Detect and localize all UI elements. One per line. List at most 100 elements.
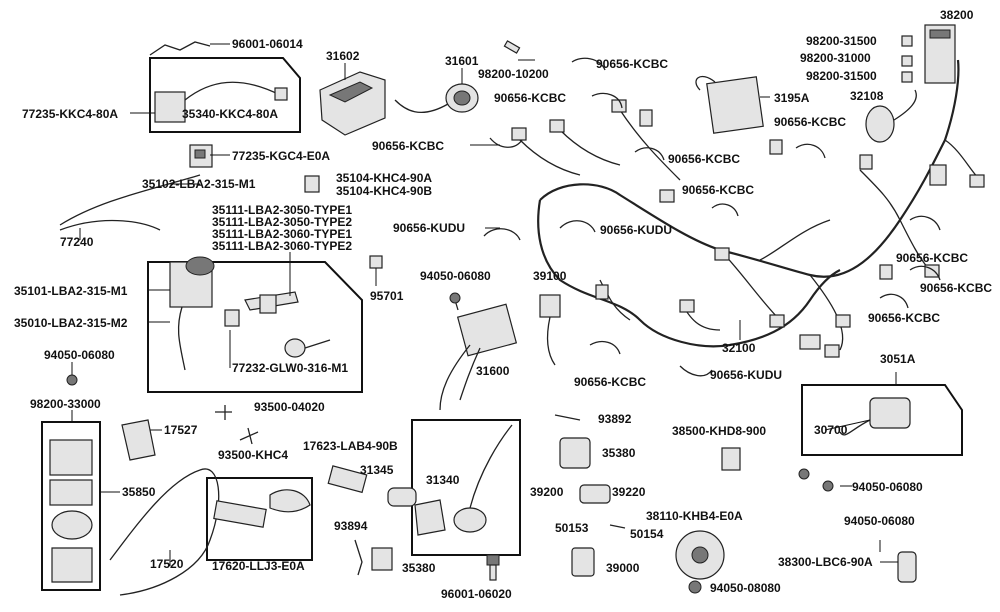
label-94050-08080[interactable]: 94050-08080 <box>710 581 781 595</box>
label-90656-kcbc-4[interactable]: 90656-KCBC <box>668 152 741 166</box>
label-95701[interactable]: 95701 <box>370 289 404 303</box>
part-93892-drawing <box>554 414 581 421</box>
part-35101-drawing <box>169 256 215 371</box>
part-31345-drawing <box>387 487 417 507</box>
label-96001-06014[interactable]: 96001-06014 <box>232 37 303 51</box>
label-32100[interactable]: 32100 <box>722 341 756 355</box>
part-77235-kgc4-drawing <box>189 144 213 168</box>
label-17620-llj3-e0a[interactable]: 17620-LLJ3-E0A <box>212 559 305 573</box>
label-31602[interactable]: 31602 <box>326 49 360 63</box>
label-31345[interactable]: 31345 <box>360 463 394 477</box>
label-90656-kcbc-9[interactable]: 90656-KCBC <box>868 311 941 325</box>
label-35111-lba2-3060-type1[interactable]: 35111-LBA2-3060-TYPE1 <box>212 227 353 241</box>
label-35104-khc4-90b[interactable]: 35104-KHC4-90B <box>336 184 433 198</box>
coil-group-box <box>801 384 963 456</box>
label-3051a[interactable]: 3051A <box>880 352 916 366</box>
part-32108-drawing <box>865 89 917 143</box>
label-30700[interactable]: 30700 <box>814 423 848 437</box>
label-90656-kcbc-6[interactable]: 90656-KCBC <box>774 115 847 129</box>
label-98200-31500-a[interactable]: 98200-31500 <box>806 34 877 48</box>
label-38200[interactable]: 38200 <box>940 8 974 22</box>
label-90656-kcbc-8[interactable]: 90656-KCBC <box>920 281 993 295</box>
label-3195a[interactable]: 3195A <box>774 91 810 105</box>
label-98200-10200[interactable]: 98200-10200 <box>478 67 549 81</box>
part-35850-drawing <box>49 439 93 583</box>
label-77240[interactable]: 77240 <box>60 235 94 249</box>
bracket-group-box <box>411 419 521 556</box>
label-17520[interactable]: 17520 <box>150 557 184 571</box>
part-35340-drawing <box>154 81 288 123</box>
label-35380-b[interactable]: 35380 <box>602 446 636 460</box>
fuse-box-group <box>41 421 101 591</box>
label-39000[interactable]: 39000 <box>606 561 640 575</box>
part-35380-a-drawing <box>371 547 393 571</box>
part-50153-drawing <box>609 524 626 529</box>
label-94050-06080-b[interactable]: 94050-06080 <box>420 269 491 283</box>
label-50153[interactable]: 50153 <box>555 521 589 535</box>
label-90656-kcbc-3[interactable]: 90656-KCBC <box>372 139 445 153</box>
label-38500-khd8-900[interactable]: 38500-KHD8-900 <box>672 424 767 438</box>
label-38110-khb4-e0a[interactable]: 38110-KHB4-E0A <box>646 509 743 523</box>
label-35111-lba2-3050-type2[interactable]: 35111-LBA2-3050-TYPE2 <box>212 215 353 229</box>
label-17527[interactable]: 17527 <box>164 423 198 437</box>
label-35010-lba2-315-m2[interactable]: 35010-LBA2-315-M2 <box>14 316 128 330</box>
part-17623-drawing <box>327 465 368 494</box>
label-98200-31000[interactable]: 98200-31000 <box>800 51 871 65</box>
label-93500-khc4[interactable]: 93500-KHC4 <box>218 448 289 462</box>
part-35380-b-drawing <box>559 437 591 469</box>
part-94050-06080-d-drawing <box>822 480 834 492</box>
label-35102-lba2-315-m1[interactable]: 35102-LBA2-315-M1 <box>142 177 256 191</box>
part-38300-drawing <box>897 551 917 583</box>
leader-lines <box>71 43 898 566</box>
label-93892[interactable]: 93892 <box>598 412 632 426</box>
part-17527-drawing <box>121 419 156 461</box>
label-90656-kudu-1[interactable]: 90656-KUDU <box>393 221 466 235</box>
label-31601[interactable]: 31601 <box>445 54 479 68</box>
label-35104-khc4-90a[interactable]: 35104-KHC4-90A <box>336 171 433 185</box>
label-35111-lba2-3060-type2[interactable]: 35111-LBA2-3060-TYPE2 <box>212 239 353 253</box>
label-94050-06080-d[interactable]: 94050-06080 <box>844 514 915 528</box>
label-39200[interactable]: 39200 <box>530 485 564 499</box>
label-90656-kcbc-7[interactable]: 90656-KCBC <box>896 251 969 265</box>
label-35340-kkc4-80a[interactable]: 35340-KKC4-80A <box>182 107 279 121</box>
part-94050-06080-b-drawing <box>449 292 461 304</box>
label-17623-lab4-90b[interactable]: 17623-LAB4-90B <box>303 439 398 453</box>
label-94050-06080-c[interactable]: 94050-06080 <box>852 480 923 494</box>
part-94050-08080-drawing <box>688 580 702 594</box>
label-35850[interactable]: 35850 <box>122 485 156 499</box>
label-35101-lba2-315-m1[interactable]: 35101-LBA2-315-M1 <box>14 284 128 298</box>
label-39100[interactable]: 39100 <box>533 269 567 283</box>
label-77232-glw0-316-m1[interactable]: 77232-GLW0-316-M1 <box>232 361 349 375</box>
harness-connectors <box>511 99 985 358</box>
label-90656-kudu-3[interactable]: 90656-KUDU <box>710 368 783 382</box>
label-98200-31500-b[interactable]: 98200-31500 <box>806 69 877 83</box>
label-77235-kkc4-80a[interactable]: 77235-KKC4-80A <box>22 107 119 121</box>
part-38500-drawing <box>721 447 741 471</box>
label-38300-lbc6-90a[interactable]: 38300-LBC6-90A <box>778 555 873 569</box>
label-90656-kcbc-2[interactable]: 90656-KCBC <box>494 91 567 105</box>
part-39100-drawing <box>539 294 561 366</box>
label-93894[interactable]: 93894 <box>334 519 368 533</box>
part-77240-drawing <box>59 174 201 231</box>
part-3195a-drawing <box>695 75 764 134</box>
label-32108[interactable]: 32108 <box>850 89 884 103</box>
label-94050-06080-a[interactable]: 94050-06080 <box>44 348 115 362</box>
label-93500-04020[interactable]: 93500-04020 <box>254 400 325 414</box>
label-90656-kcbc-5[interactable]: 90656-KCBC <box>682 183 755 197</box>
part-94050-06080-a-drawing <box>66 374 78 386</box>
part-95701-drawing <box>369 255 383 269</box>
label-90656-kudu-2[interactable]: 90656-KUDU <box>600 223 673 237</box>
label-90656-kcbc-1[interactable]: 90656-KCBC <box>596 57 669 71</box>
label-31600[interactable]: 31600 <box>476 364 510 378</box>
part-31601-drawing <box>394 83 479 113</box>
label-96001-06020[interactable]: 96001-06020 <box>441 587 512 601</box>
label-35380-a[interactable]: 35380 <box>402 561 436 575</box>
label-77235-kgc4-e0a[interactable]: 77235-KGC4-E0A <box>232 149 331 163</box>
label-98200-33000[interactable]: 98200-33000 <box>30 397 101 411</box>
label-31340[interactable]: 31340 <box>426 473 460 487</box>
label-39220[interactable]: 39220 <box>612 485 646 499</box>
label-50154[interactable]: 50154 <box>630 527 664 541</box>
keys-35111-drawing <box>224 291 299 327</box>
label-90656-kcbc-10[interactable]: 90656-KCBC <box>574 375 647 389</box>
label-35111-lba2-3050-type1[interactable]: 35111-LBA2-3050-TYPE1 <box>212 203 353 217</box>
